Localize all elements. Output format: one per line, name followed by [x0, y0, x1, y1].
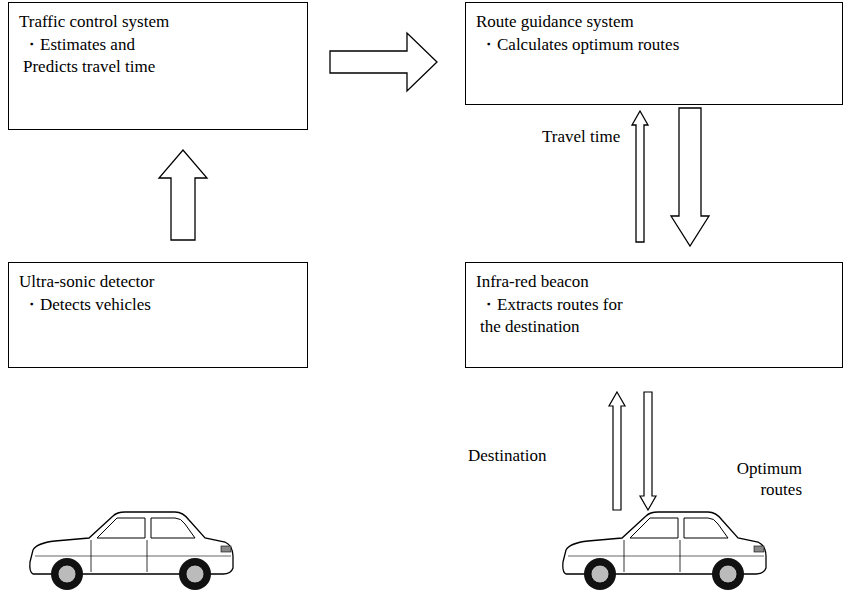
system-box: Traffic control system・Estimates and Pre… [8, 2, 308, 130]
box-body: ・Extracts routes for the destination [476, 294, 630, 337]
box-body: ・Detects vehicles [19, 294, 297, 315]
signal-arrow [640, 392, 656, 510]
signal-label: Optimum routes [705, 458, 804, 501]
box-heading: Infra-red beacon [476, 271, 832, 292]
signal-label: Destination [466, 445, 548, 466]
edge-label: Travel time [540, 126, 622, 147]
box-body: ・Calculates optimum routes [476, 34, 832, 55]
flow-arrow [671, 108, 709, 246]
system-box: Route guidance system・Calculates optimum… [465, 2, 843, 105]
flow-arrow [632, 111, 648, 242]
box-heading: Route guidance system [476, 11, 832, 32]
system-box: Infra-red beacon・Extracts routes for the… [465, 262, 843, 368]
box-heading: Traffic control system [19, 11, 297, 32]
box-heading: Ultra-sonic detector [19, 271, 297, 292]
flow-arrow [159, 150, 207, 240]
system-box: Ultra-sonic detector・Detects vehicles [8, 262, 308, 368]
signal-arrow [609, 392, 625, 510]
car-illustration [30, 512, 233, 590]
car-illustration [563, 512, 766, 590]
flow-arrow [330, 33, 437, 91]
box-body: ・Estimates and Predicts travel time [19, 34, 173, 77]
